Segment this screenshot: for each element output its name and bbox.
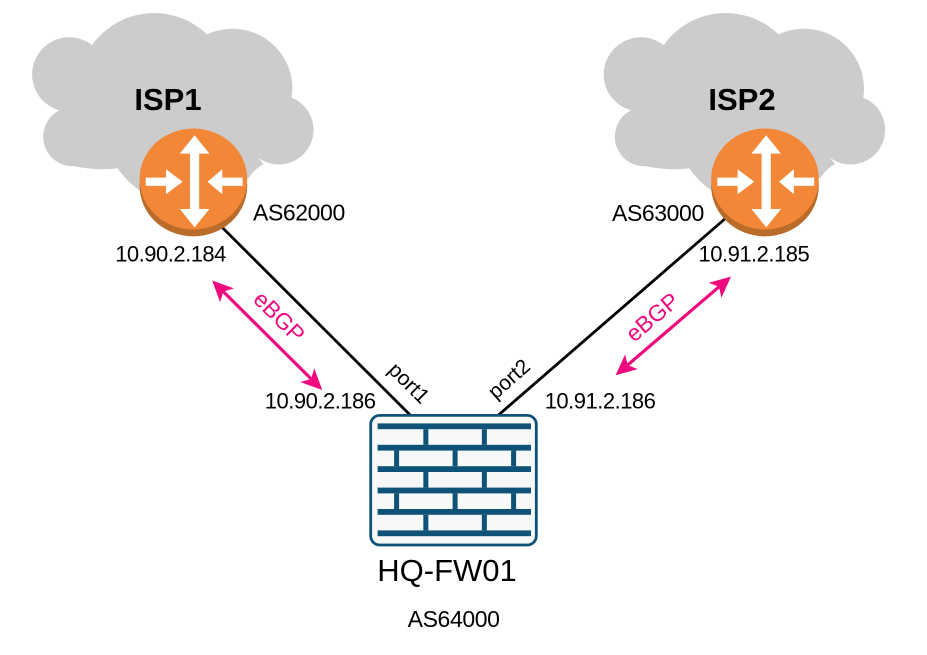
- svg-text:10.91.2.186: 10.91.2.186: [545, 389, 656, 414]
- svg-text:10.91.2.185: 10.91.2.185: [699, 241, 810, 266]
- svg-text:HQ-FW01: HQ-FW01: [377, 553, 517, 588]
- svg-text:ISP1: ISP1: [134, 82, 201, 117]
- svg-text:10.90.2.184: 10.90.2.184: [115, 241, 226, 266]
- svg-text:10.90.2.186: 10.90.2.186: [265, 389, 376, 414]
- svg-text:AS63000: AS63000: [612, 200, 704, 226]
- svg-text:AS64000: AS64000: [408, 606, 500, 632]
- svg-text:ISP2: ISP2: [708, 82, 775, 117]
- svg-text:AS62000: AS62000: [253, 200, 345, 226]
